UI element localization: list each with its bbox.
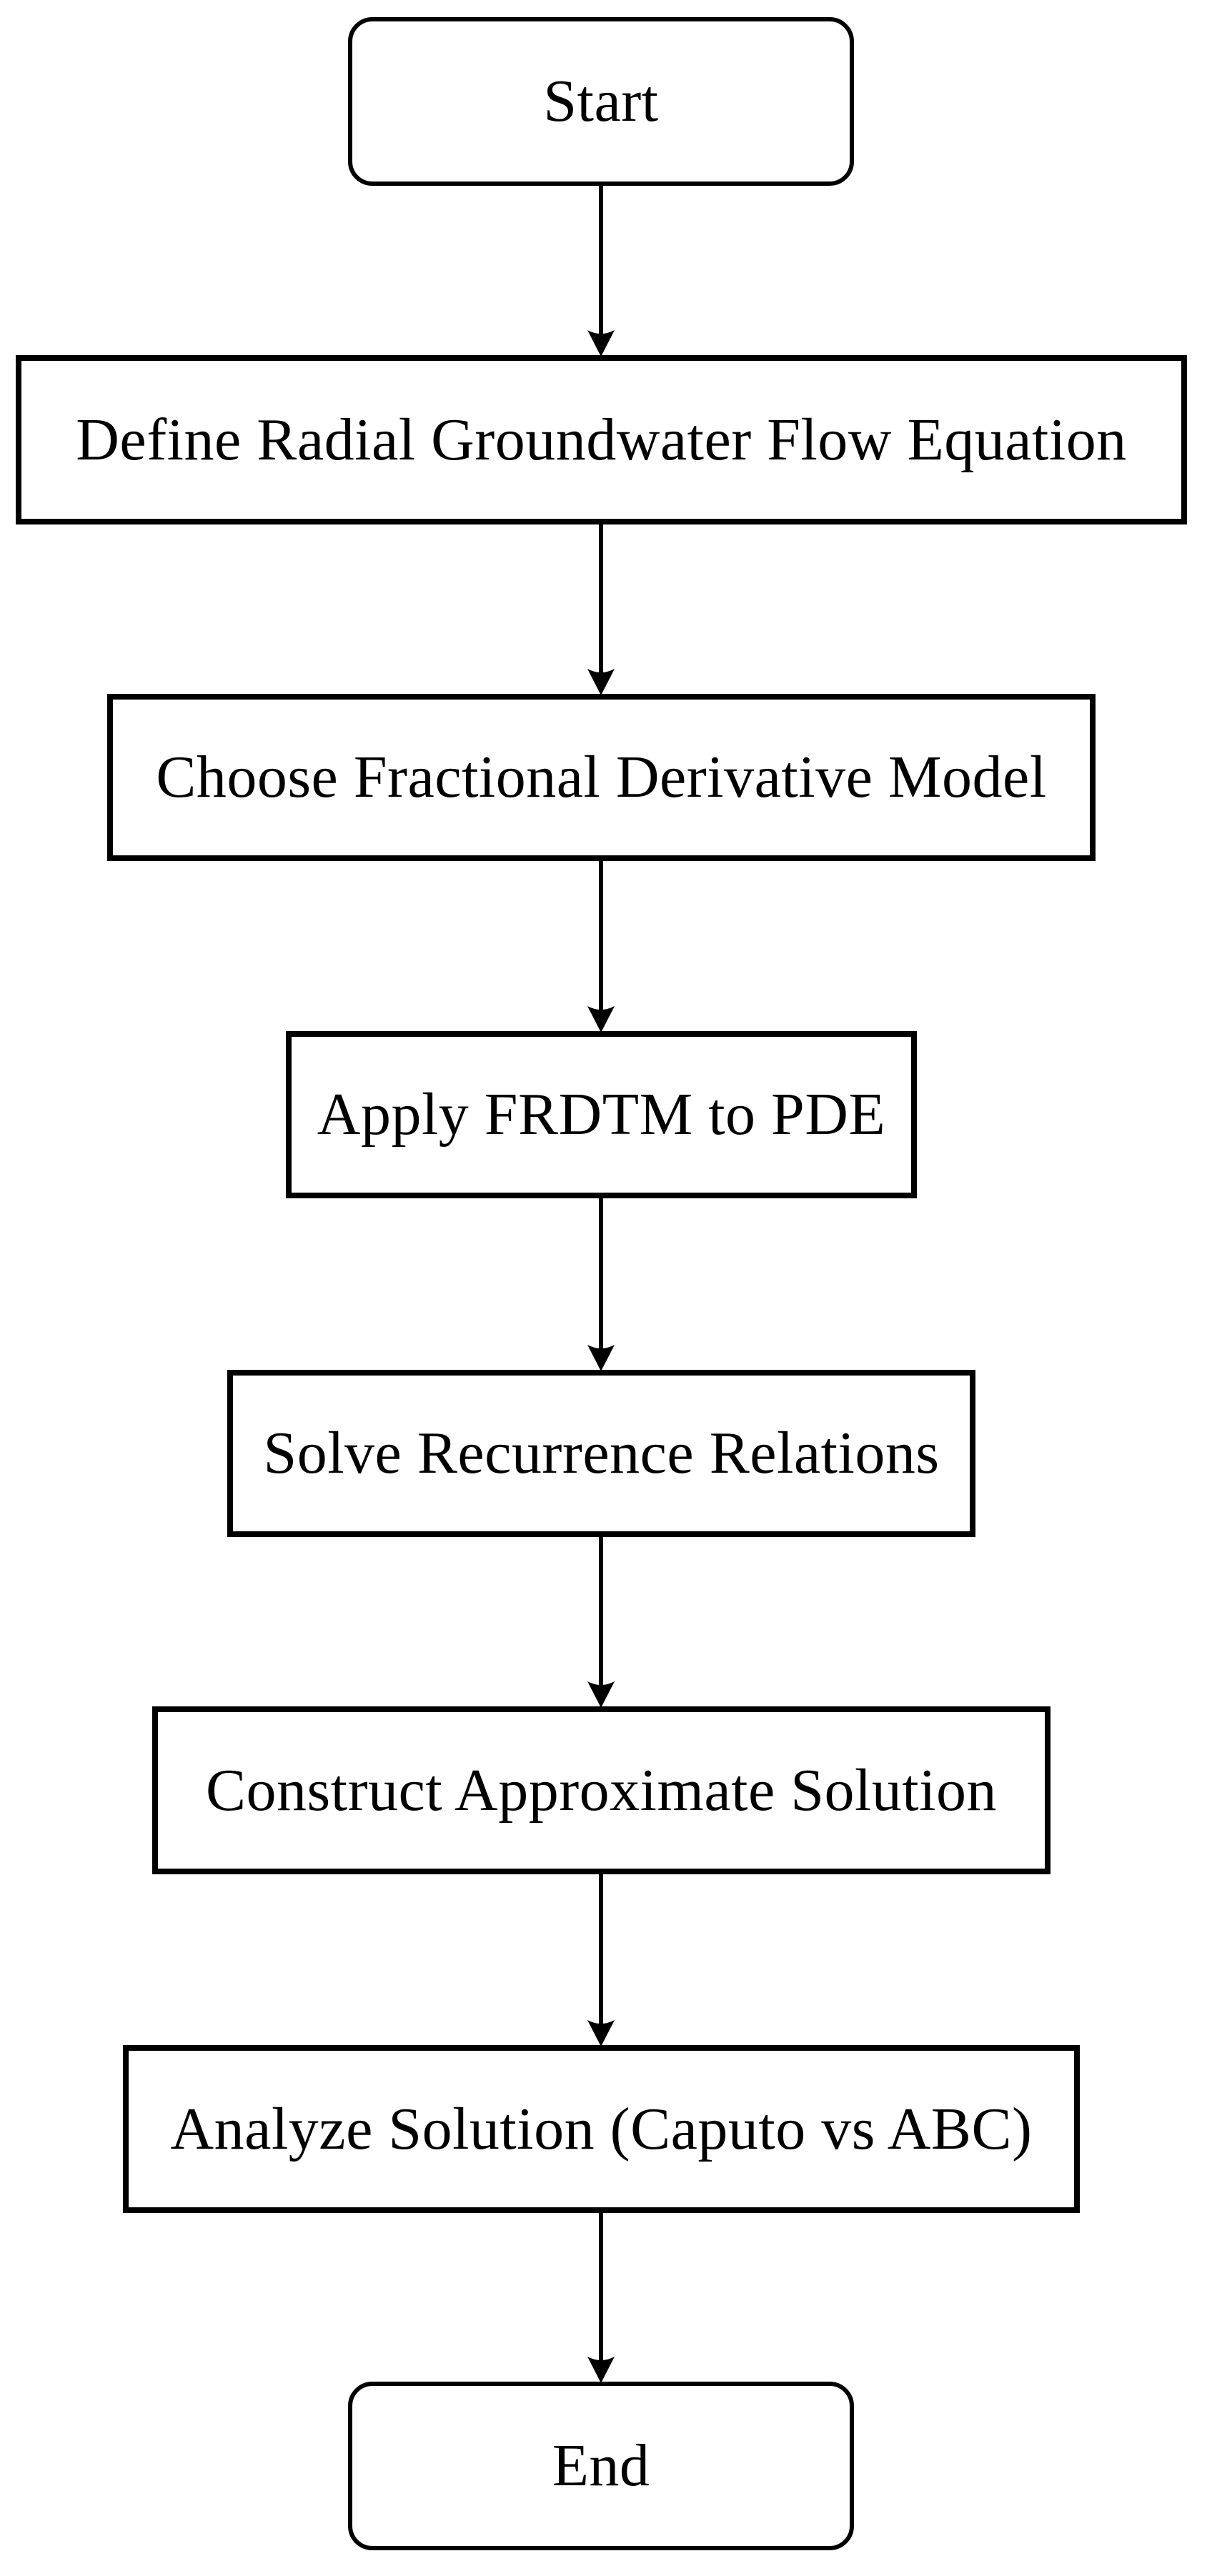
node-label: Solve Recurrence Relations xyxy=(263,1420,940,1486)
flowchart-node-choose-model: Choose Fractional Derivative Model xyxy=(107,694,1096,861)
flowchart-node-construct-solution: Construct Approximate Solution xyxy=(152,1706,1050,1874)
flowchart-node-start: Start xyxy=(348,17,854,186)
node-label: Define Radial Groundwater Flow Equation xyxy=(76,406,1127,473)
flowchart-node-solve-recurrence: Solve Recurrence Relations xyxy=(227,1370,975,1537)
flow-arrow xyxy=(587,859,615,1033)
node-label: End xyxy=(552,2432,650,2499)
flow-arrow xyxy=(587,2211,615,2383)
node-label: Analyze Solution (Caputo vs ABC) xyxy=(170,2095,1033,2162)
flow-arrow xyxy=(587,183,615,357)
flow-arrow xyxy=(587,522,615,695)
flowchart-node-apply-frdtm: Apply FRDTM to PDE xyxy=(286,1031,917,1198)
node-label: Construct Approximate Solution xyxy=(206,1756,997,1824)
node-label: Apply FRDTM to PDE xyxy=(317,1081,886,1148)
node-label: Choose Fractional Derivative Model xyxy=(156,744,1047,810)
node-label: Start xyxy=(543,68,659,134)
flow-arrow xyxy=(587,1196,615,1371)
flowchart-node-end: End xyxy=(348,2382,854,2550)
flowchart-node-analyze-solution: Analyze Solution (Caputo vs ABC) xyxy=(123,2045,1080,2213)
flowchart-node-define-equation: Define Radial Groundwater Flow Equation xyxy=(16,355,1187,524)
flow-arrow xyxy=(587,1535,615,1708)
flow-arrow xyxy=(587,1872,615,2047)
